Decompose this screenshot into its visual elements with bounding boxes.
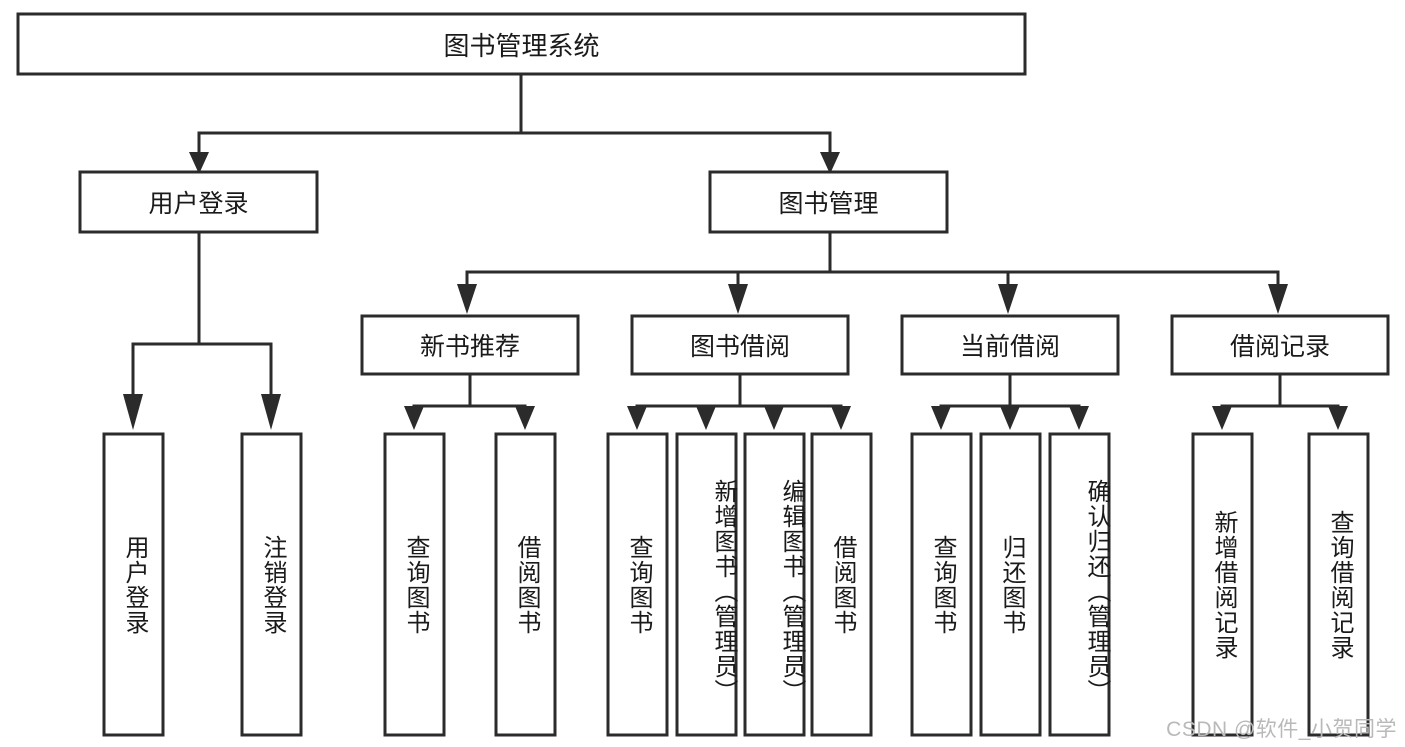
arrow-head-user-login	[189, 152, 209, 174]
arrow-head-leaf-user-login	[123, 394, 143, 430]
node-box-current[interactable]	[900, 314, 1120, 376]
node-box-borrow[interactable]	[630, 314, 850, 376]
node-box-leaf-query-record[interactable]	[1307, 432, 1370, 737]
arrow-head-confirm-return	[1069, 406, 1089, 430]
arrow-head-book-mgmt	[820, 152, 840, 174]
node-box-root[interactable]	[16, 12, 1027, 76]
node-box-leaf-user-logout[interactable]	[240, 432, 303, 737]
node-box-leaf-borrow-book-a[interactable]	[494, 432, 557, 737]
node-box-leaf-query-book-a[interactable]	[383, 432, 446, 737]
arrow-head-record	[1268, 284, 1288, 314]
arrow-head-borrow-book-a	[515, 406, 535, 430]
arrow-head-query-book-a	[404, 406, 424, 430]
edges-group	[123, 72, 1348, 430]
node-box-leaf-add-book[interactable]	[675, 432, 738, 737]
node-box-leaf-query-book-c[interactable]	[910, 432, 973, 737]
node-box-leaf-edit-book[interactable]	[743, 432, 806, 737]
arrow-head-add-record	[1212, 406, 1232, 430]
node-box-book-mgmt[interactable]	[708, 170, 949, 234]
node-box-leaf-add-record[interactable]	[1191, 432, 1254, 737]
arrow-head-borrow-book-b	[831, 406, 851, 430]
node-box-leaf-borrow-book-b[interactable]	[810, 432, 873, 737]
node-box-record[interactable]	[1170, 314, 1390, 376]
node-box-new-book[interactable]	[360, 314, 580, 376]
arrow-head-return-book	[1000, 406, 1020, 430]
arrow-head-current	[998, 284, 1018, 314]
arrow-head-leaf-user-logout	[261, 394, 281, 430]
arrow-head-query-record	[1328, 406, 1348, 430]
arrow-head-borrow	[728, 284, 748, 314]
node-box-leaf-query-book-b[interactable]	[606, 432, 669, 737]
watermark-text: CSDN @软件_小贺同学	[1166, 718, 1397, 741]
nodes-group	[16, 12, 1390, 737]
arrow-head-new-book	[457, 284, 477, 314]
arrow-head-query-book-b	[627, 406, 647, 430]
arrow-head-query-book-c	[931, 406, 951, 430]
arrow-head-edit-book	[764, 406, 784, 430]
node-box-leaf-return-book[interactable]	[979, 432, 1042, 737]
arrow-head-add-book	[696, 406, 716, 430]
node-box-leaf-confirm-return[interactable]	[1048, 432, 1111, 737]
node-box-leaf-user-login[interactable]	[102, 432, 165, 737]
node-box-user-login[interactable]	[78, 170, 319, 234]
